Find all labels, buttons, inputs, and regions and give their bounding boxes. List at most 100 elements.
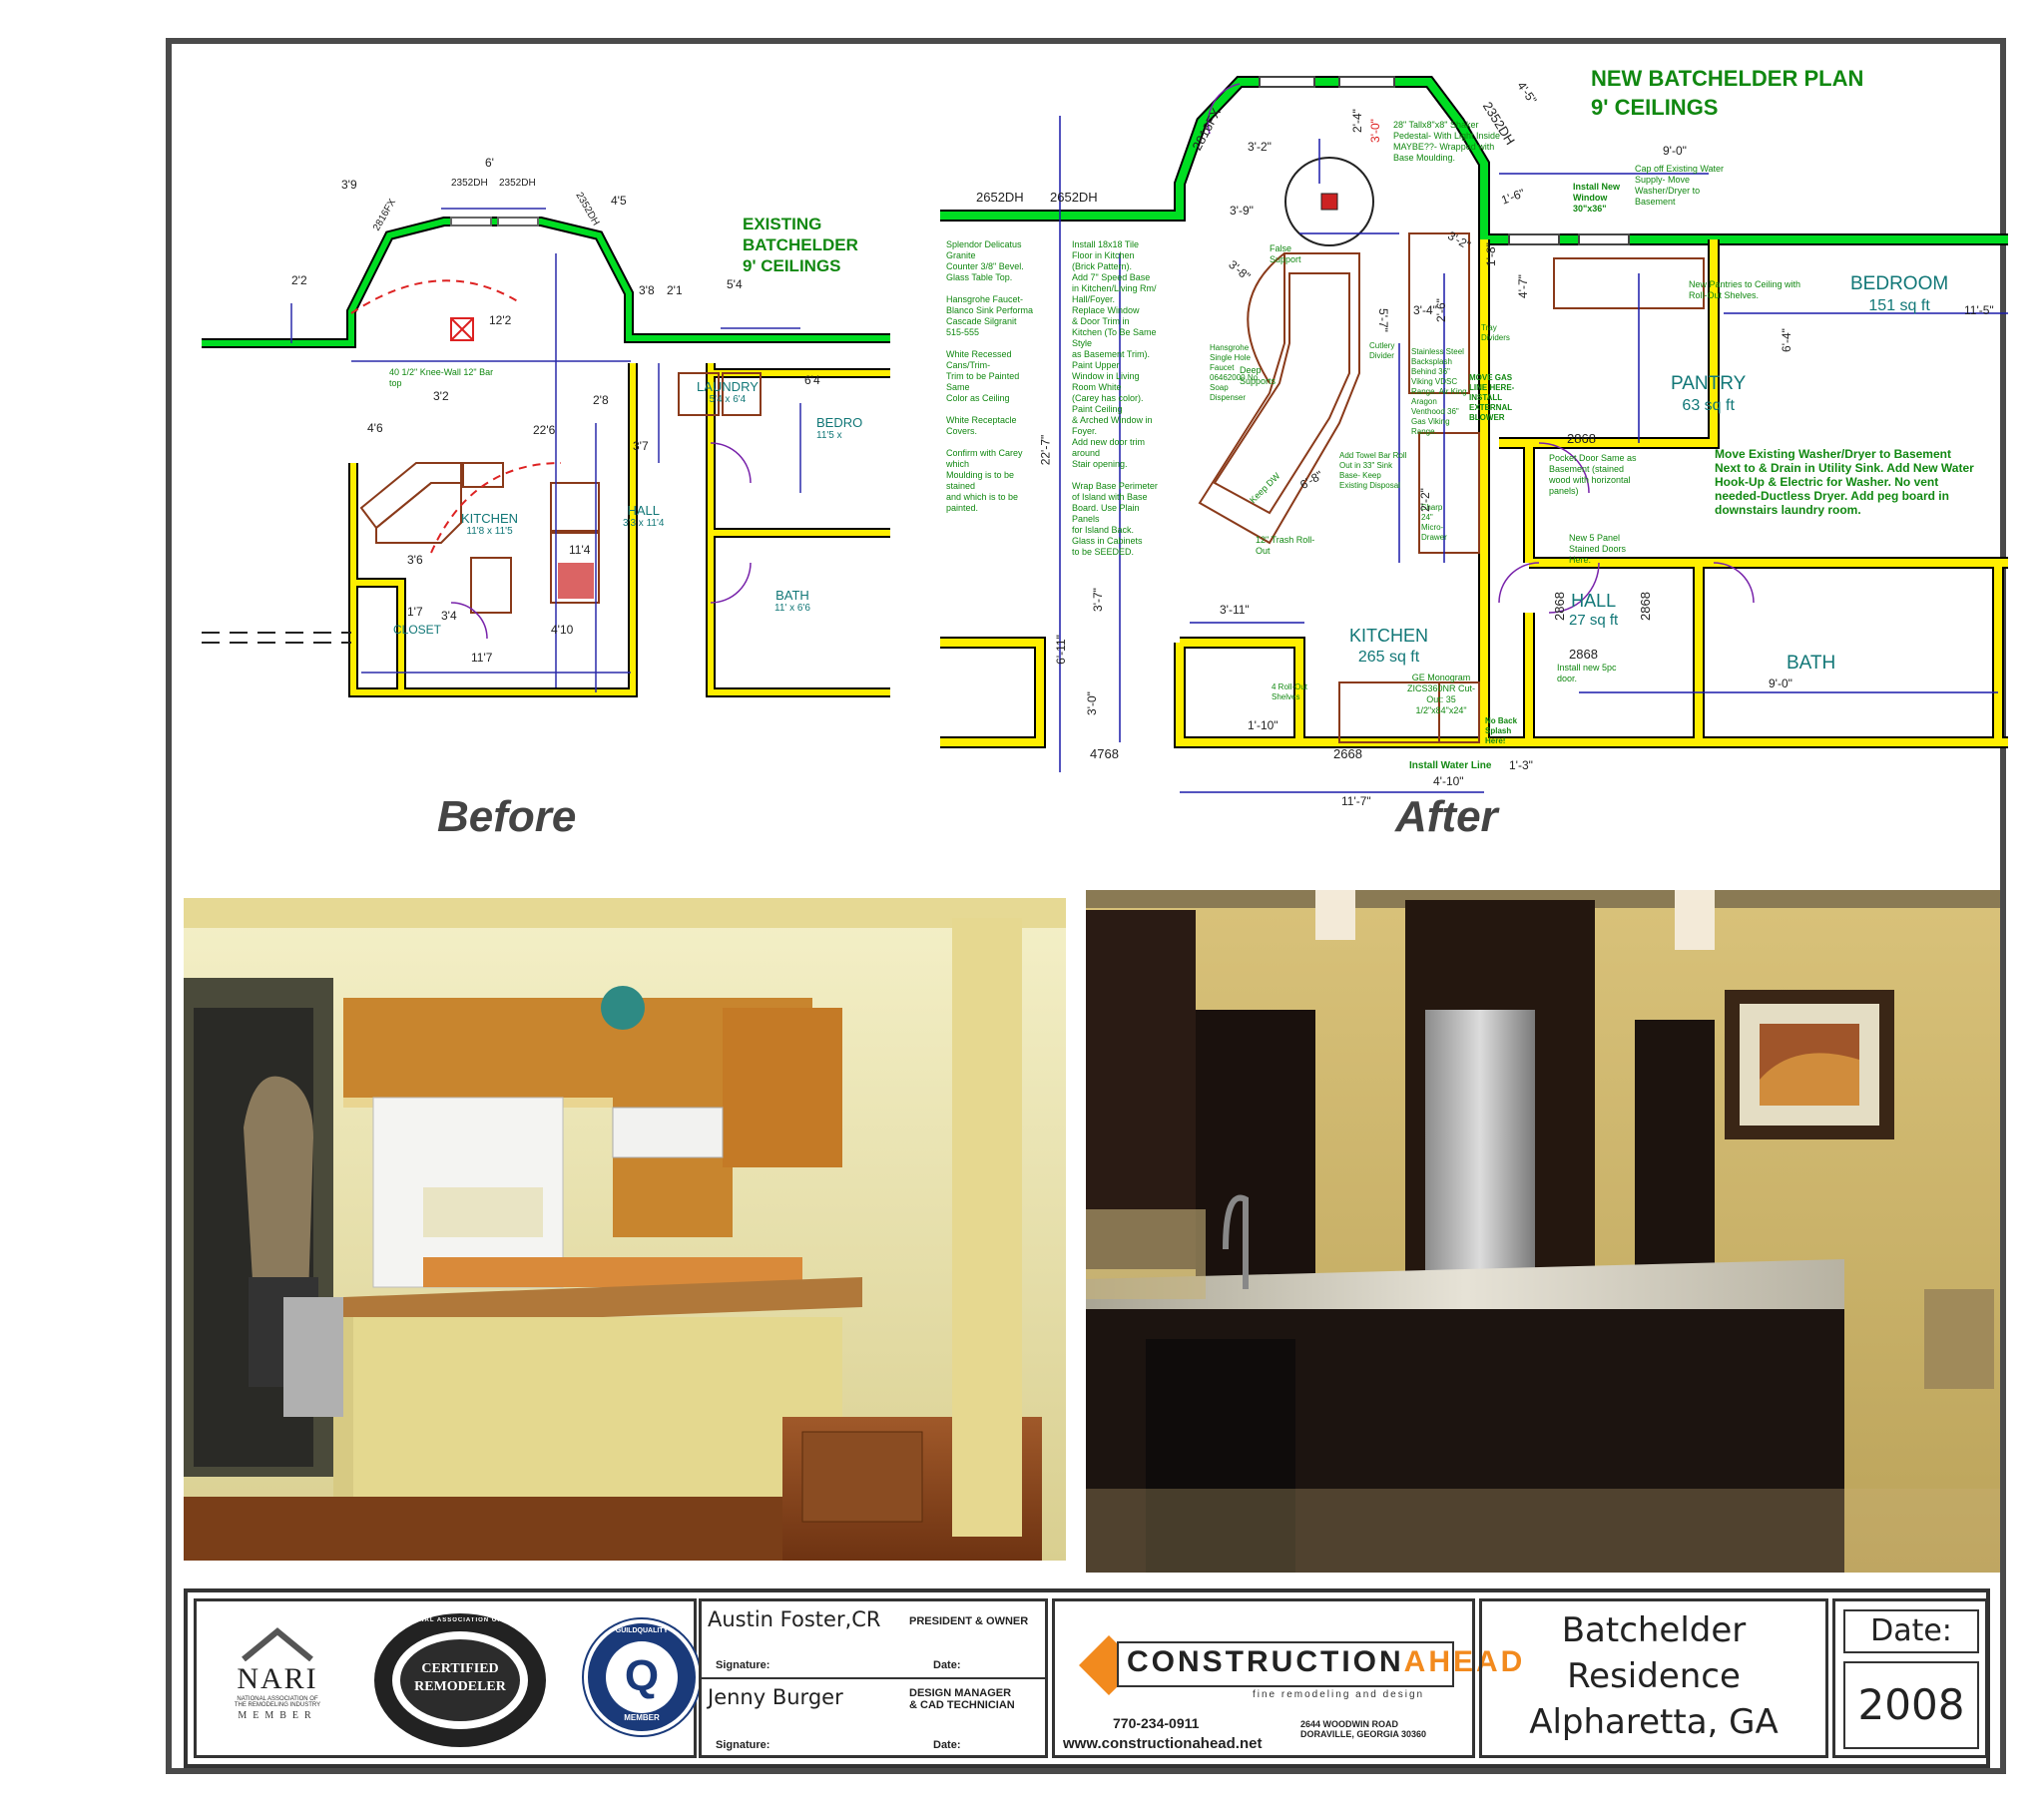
existing-hall-name: HALL bbox=[627, 503, 660, 518]
note-line: Wrap Base Perimeter bbox=[1072, 481, 1158, 491]
dim: 22'-7" bbox=[1038, 434, 1053, 466]
new-hall-name: HALL bbox=[1571, 591, 1617, 611]
note-line: Same bbox=[946, 382, 970, 392]
project-title: Batchelder Residence Alpharetta, GA bbox=[1482, 1607, 1825, 1745]
note-line: Cans/Trim- bbox=[946, 360, 991, 370]
window-tag: 2868 bbox=[1569, 647, 1598, 662]
note-line: stained bbox=[946, 481, 976, 491]
note-line: Floor in Kitchen bbox=[1072, 250, 1135, 260]
note-line: Hall/Foyer. bbox=[1072, 294, 1116, 304]
address-line2: DORAVILLE, GEORGIA 30360 bbox=[1300, 1729, 1427, 1739]
gq-bottom-text: MEMBER bbox=[624, 1713, 660, 1722]
dim: 1'7 bbox=[407, 605, 423, 619]
company-address: 2644 WOODWIN ROAD DORAVILLE, GEORGIA 303… bbox=[1300, 1719, 1426, 1739]
signatures-panel: Austin Foster,CR PRESIDENT & OWNER Signa… bbox=[699, 1598, 1048, 1758]
note-new-pantries: New Pantries to Ceiling with Roll-Out Sh… bbox=[1689, 279, 1801, 300]
existing-window-2: 2352DH bbox=[499, 178, 536, 189]
after-kitchen-photo bbox=[1086, 890, 2000, 1573]
new-pantry-label: PANTRY 63 sq ft bbox=[1671, 373, 1746, 417]
project-line2: Residence bbox=[1567, 1656, 1741, 1696]
cr-line2: REMODELER bbox=[414, 1679, 506, 1694]
note-line: for Island Back. bbox=[1072, 525, 1135, 535]
dim: 4'-7" bbox=[1515, 274, 1530, 298]
note-line: Kitchen (To Be Same bbox=[1072, 327, 1157, 337]
person2-role-line1: DESIGN MANAGER bbox=[909, 1687, 1012, 1699]
dim: 2'-2" bbox=[1417, 488, 1432, 512]
note-line: & Door Trim in bbox=[1072, 316, 1130, 326]
date-panel: Date: 2008 bbox=[1832, 1598, 1988, 1758]
note-line: Blanco Sink Performa bbox=[946, 305, 1034, 315]
company-name: CONSTRUCTIONAHEAD bbox=[1127, 1645, 1525, 1679]
note-line: Paint Ceiling bbox=[1072, 404, 1123, 414]
window-tag: 2652DH bbox=[976, 190, 1024, 205]
note-line: Glass in Cabinets bbox=[1072, 536, 1143, 546]
note-refrigerator: GE Monogram ZICS360NR Cut-Out: 35 1/2"x8… bbox=[1406, 673, 1476, 715]
new-floor-plan bbox=[940, 76, 2008, 793]
dim: 4'5 bbox=[611, 194, 627, 208]
project-line3: Alpharetta, GA bbox=[1529, 1702, 1779, 1742]
new-bedroom-area: 151 sq ft bbox=[1868, 297, 1930, 314]
note-line: White Recessed bbox=[946, 349, 1012, 359]
new-kitchen-label: KITCHEN 265 sq ft bbox=[1349, 625, 1428, 669]
dim: 3'8 bbox=[639, 283, 655, 297]
project-panel: Batchelder Residence Alpharetta, GA bbox=[1479, 1598, 1828, 1758]
person2-role: DESIGN MANAGER & CAD TECHNICIAN bbox=[909, 1687, 1015, 1711]
new-pantry-area: 63 sq ft bbox=[1682, 397, 1735, 414]
new-kitchen-name: KITCHEN bbox=[1349, 626, 1429, 646]
nari-sub1: NATIONAL ASSOCIATION OF bbox=[237, 1696, 318, 1702]
new-hall-area: 27 sq ft bbox=[1569, 612, 1619, 629]
existing-laundry-name: LAUNDRY bbox=[697, 379, 759, 394]
cr-ring-text: NATIONAL ASSOCIATION OF THE REMODELING I… bbox=[396, 1617, 524, 1623]
note-micro-drawer: Sharp 24" Micro-Drawer bbox=[1421, 503, 1447, 542]
before-kitchen-photo bbox=[184, 898, 1066, 1561]
dim: 3'-7" bbox=[1090, 588, 1105, 612]
dim: 4'10 bbox=[551, 623, 574, 637]
note-line: which bbox=[946, 459, 970, 469]
notes-left-list: Splendor Delicatus Granite Counter 3/8" … bbox=[946, 239, 1066, 514]
note-range: Stainless Steel Backsplash Behind 36" Vi… bbox=[1411, 347, 1467, 436]
note-no-splash: No Back Splash Here! bbox=[1485, 716, 1518, 745]
note-washer-dryer: Move Existing Washer/Dryer to Basement N… bbox=[1715, 447, 1974, 517]
company-website: www.constructionahead.net bbox=[1063, 1735, 1263, 1752]
existing-bedroom-size: 11'5 x bbox=[816, 430, 842, 441]
nari-logo: NARI NATIONAL ASSOCIATION OF THE REMODEL… bbox=[223, 1625, 332, 1721]
existing-kitchen-label: KITCHEN 11'8 x 11'5 bbox=[461, 511, 518, 537]
dim: 11'-7" bbox=[1341, 794, 1371, 808]
dim: 3'4 bbox=[441, 609, 457, 623]
note-line: painted. bbox=[946, 503, 979, 513]
drawing-sheet: EXISTING BATCHELDER 9' CEILINGS KITCHEN … bbox=[166, 38, 2008, 1774]
nari-sub2: THE REMODELING INDUSTRY bbox=[234, 1702, 321, 1708]
before-caption: Before bbox=[437, 792, 577, 841]
note-gas-line: MOVE GAS LINE HERE- INSTALL EXTERNAL BLO… bbox=[1469, 373, 1515, 422]
dim: 3'-4" bbox=[1413, 303, 1437, 317]
existing-bath-label: BATH 11' x 6'6 bbox=[774, 588, 810, 614]
window-tag: 2652DH bbox=[1050, 190, 1098, 205]
certified-remodeler-logo: CERTIFIED REMODELER NATIONAL ASSOCIATION… bbox=[374, 1613, 546, 1747]
new-kitchen-area: 265 sq ft bbox=[1357, 649, 1420, 666]
nari-text: NARI bbox=[237, 1662, 318, 1695]
note-new-doors: New 5 Panel Stained Doors Here. bbox=[1569, 533, 1627, 565]
window-tag: 2868 bbox=[1567, 431, 1596, 446]
note-line: Counter 3/8" Bevel. bbox=[946, 261, 1024, 271]
dim: 4'-10" bbox=[1433, 774, 1464, 788]
dim: 1'-10" bbox=[1248, 718, 1278, 732]
note-line: Window in Living bbox=[1072, 371, 1140, 381]
nari-member: MEMBER bbox=[238, 1710, 317, 1721]
company-name-part1: CONSTRUCTION bbox=[1127, 1645, 1404, 1678]
new-title-line2: 9' CEILINGS bbox=[1591, 95, 1719, 120]
existing-closet-label: CLOSET bbox=[393, 623, 442, 637]
dim: 5'4 bbox=[727, 277, 743, 291]
dim: 4'6 bbox=[367, 421, 383, 435]
dim: 22'6 bbox=[533, 423, 556, 437]
dim: 6'4 bbox=[804, 373, 820, 387]
after-caption: After bbox=[1395, 792, 1498, 841]
note-line: Confirm with Carey bbox=[946, 448, 1023, 458]
date-value: 2008 bbox=[1843, 1661, 1979, 1749]
existing-knee-wall-note: 40 1/2" Knee-Wall 12" Bar top bbox=[389, 367, 494, 388]
note-line: Replace Window bbox=[1072, 305, 1140, 315]
gq-top-text: GUILDQUALITY bbox=[615, 1627, 669, 1634]
dim: 2'2 bbox=[291, 273, 307, 287]
dim: 2'-4" bbox=[1349, 109, 1364, 133]
note-line: (Brick Pattern). bbox=[1072, 261, 1133, 271]
new-hall-label: HALL 27 sq ft bbox=[1569, 591, 1618, 631]
